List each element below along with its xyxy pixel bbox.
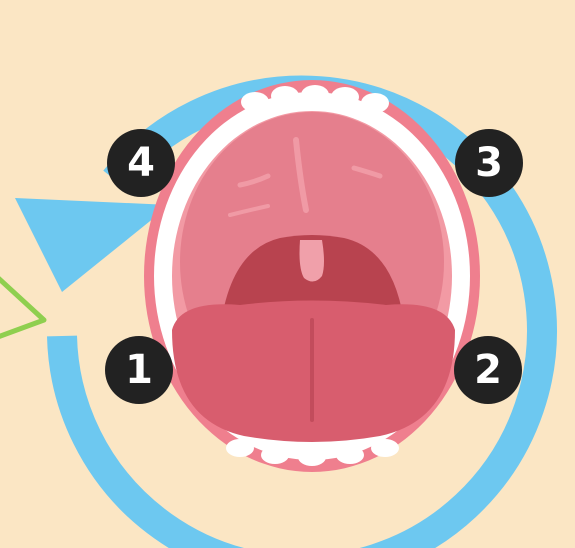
marker-4: 4 [107, 129, 175, 197]
green-pointer-icon [0, 275, 44, 338]
marker-3: 3 [455, 129, 523, 197]
marker-2: 2 [454, 336, 522, 404]
open-mouth [144, 80, 480, 472]
marker-1: 1 [105, 336, 173, 404]
